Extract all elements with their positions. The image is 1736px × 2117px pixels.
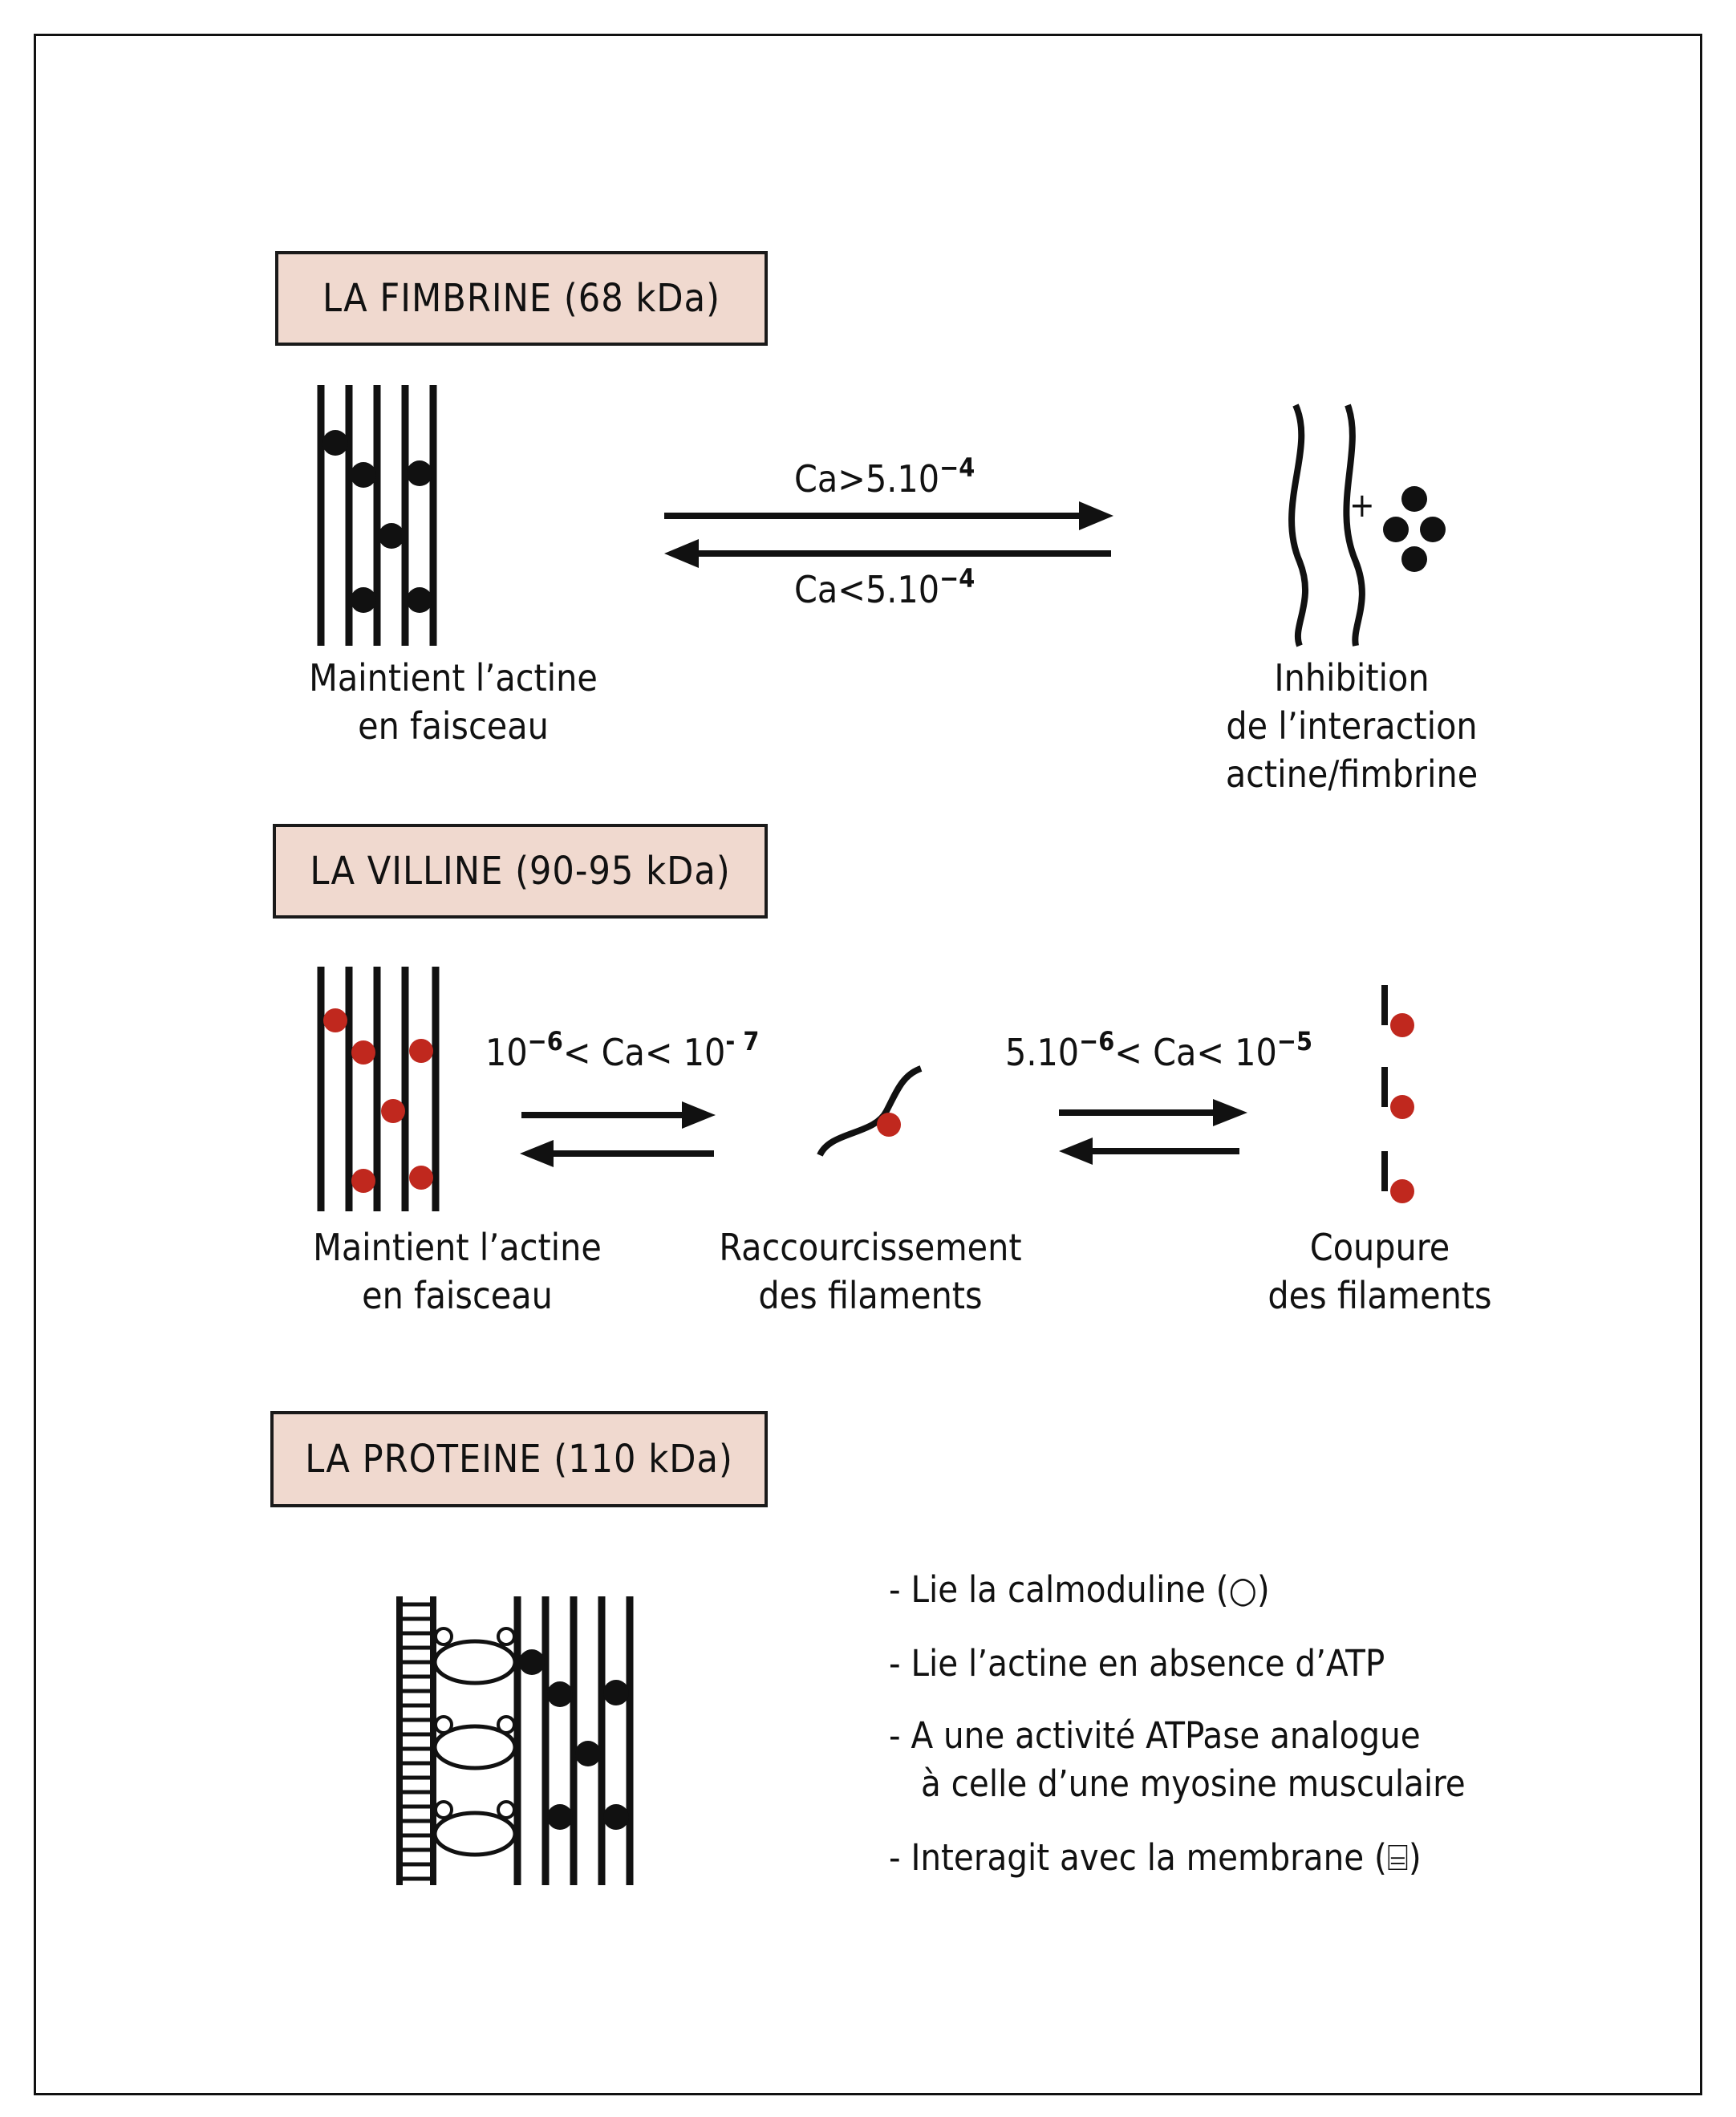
- proteine-molecules: [432, 1639, 517, 1857]
- figure-frame: [34, 34, 1702, 2095]
- villine-cut-fragments: [1381, 985, 1414, 1203]
- proteine-bullet-2: - Lie l’actine en absence d’ATP: [889, 1642, 1385, 1685]
- villine-condition-2: 5.10−6< Ca< 10−5: [1005, 1026, 1312, 1074]
- villine-left-label-line2: en faisceau: [362, 1274, 553, 1317]
- villine-cond1-b-exp: - 7: [725, 1026, 760, 1056]
- fimbrine-forward-base: Ca>5.10: [794, 457, 940, 501]
- villine-short-filament: [817, 1065, 923, 1157]
- fimbrine-left-label: Maintient l’actine en faisceau: [297, 654, 610, 750]
- villine-title: LA VILLINE (90-95 kDa): [273, 824, 768, 919]
- proteine-title: LA PROTEINE (110 kDa): [270, 1411, 768, 1507]
- fimbrine-left-label-line2: en faisceau: [358, 704, 549, 748]
- villine-reverse-arrow-1: [520, 1140, 714, 1167]
- proteine-bullet-3: - A une activité ATPase analogue: [889, 1714, 1421, 1757]
- villine-reverse-arrow-2: [1059, 1138, 1239, 1165]
- villine-right-label: Coupure des filaments: [1251, 1223, 1508, 1320]
- proteine-bound-dots: [519, 1649, 629, 1830]
- villine-forward-arrow-2: [1059, 1099, 1247, 1126]
- villine-cond1-b: < Ca< 10: [562, 1031, 726, 1074]
- villine-right-label-line1: Coupure: [1309, 1226, 1450, 1269]
- fimbrine-forward-condition: Ca>5.10−4: [794, 452, 975, 501]
- villine-bound-dots: [323, 1008, 433, 1193]
- villine-middle-label-line1: Raccourcissement: [719, 1226, 1022, 1269]
- fimbrine-reverse-base: Ca<5.10: [794, 568, 940, 611]
- fimbrine-free-dots: [1383, 486, 1446, 572]
- fimbrine-left-label-line1: Maintient l’actine: [309, 656, 598, 700]
- fimbrine-right-label-line3: actine/fimbrine: [1225, 752, 1478, 796]
- fimbrine-right-label-line1: Inhibition: [1274, 656, 1430, 700]
- fimbrine-reverse-arrow: [664, 539, 1111, 568]
- fimbrine-forward-arrow: [664, 501, 1113, 530]
- fimbrine-title: LA FIMBRINE (68 kDa): [275, 251, 768, 346]
- villine-left-label-line1: Maintient l’actine: [313, 1226, 602, 1269]
- fimbrine-right-label: Inhibition de l’interaction actine/fimbr…: [1199, 654, 1504, 798]
- villine-condition-1: 10−6< Ca< 10- 7: [485, 1026, 759, 1074]
- villine-middle-label: Raccourcissement des filaments: [706, 1223, 1035, 1320]
- fimbrine-actin-bundle: [317, 385, 437, 646]
- villine-actin-bundle: [317, 967, 440, 1211]
- villine-cond2-a: 5.10: [1005, 1031, 1080, 1074]
- fimbrine-bound-dots: [322, 430, 432, 613]
- fimbrine-plus-sign: +: [1349, 485, 1375, 525]
- villine-middle-label-line2: des filaments: [758, 1274, 983, 1317]
- villine-right-label-line2: des filaments: [1268, 1274, 1492, 1317]
- proteine-bullet-4: - Interagit avec la membrane (⌸): [889, 1836, 1422, 1879]
- fimbrine-forward-exp: −4: [939, 452, 975, 483]
- villine-left-label: Maintient l’actine en faisceau: [297, 1223, 618, 1320]
- villine-forward-arrow-1: [521, 1101, 716, 1129]
- villine-cond1-a: 10: [485, 1031, 528, 1074]
- villine-cond1-a-exp: −6: [527, 1026, 563, 1056]
- fimbrine-reverse-exp: −4: [939, 563, 975, 594]
- proteine-bullet-3-cont: à celle d’une myosine musculaire: [921, 1762, 1466, 1805]
- fimbrine-right-label-line2: de l’interaction: [1226, 704, 1478, 748]
- proteine-actin-bundle: [513, 1596, 634, 1885]
- proteine-bullet-1: - Lie la calmoduline (○): [889, 1568, 1270, 1611]
- villine-cond2-b-exp: −5: [1276, 1026, 1312, 1056]
- membrane-ladder: [396, 1596, 436, 1885]
- villine-cond2-a-exp: −6: [1079, 1026, 1115, 1056]
- fimbrine-free-filaments: [1288, 404, 1365, 647]
- villine-cond2-b: < Ca< 10: [1114, 1031, 1277, 1074]
- fimbrine-reverse-condition: Ca<5.10−4: [794, 563, 975, 611]
